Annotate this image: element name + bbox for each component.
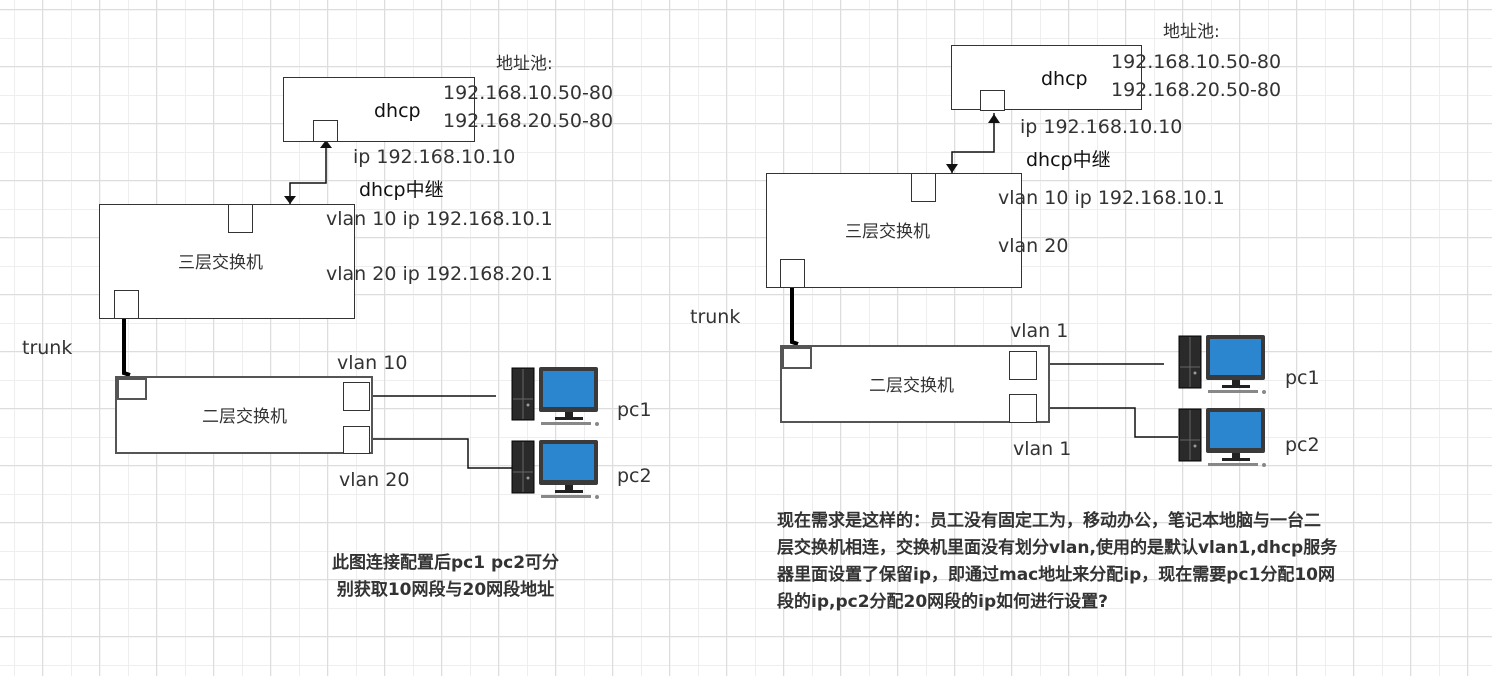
right-l2-trunk-port[interactable] [782, 347, 812, 369]
left-l3-vlan10: vlan 10 ip 192.168.10.1 [326, 208, 553, 230]
left-pc1-label: pc1 [617, 399, 652, 421]
left-l2-trunk-port[interactable] [117, 378, 147, 400]
left-l3-uplink-port[interactable] [228, 204, 253, 233]
left-pc2-label: pc2 [617, 465, 652, 487]
left-dhcp-label: dhcp [374, 100, 421, 122]
right-relay-arrow-up [988, 114, 1000, 123]
right-l3-uplink-port[interactable] [911, 173, 936, 202]
right-pc1[interactable] [1178, 335, 1268, 405]
left-trunk-link [122, 318, 131, 377]
right-pc2-link [1038, 407, 1178, 438]
desktop-computer-icon [511, 440, 599, 499]
right-l2-switch-label: 二层交换机 [869, 376, 954, 396]
desktop-computer-icon [1178, 335, 1266, 394]
right-relay-label: dhcp中继 [1026, 149, 1111, 171]
left-caption-line-2: 别获取10网段与20网段地址 [336, 580, 555, 600]
right-l2-port-2[interactable] [1009, 394, 1037, 423]
right-l3-vlan20: vlan 20 [998, 235, 1069, 257]
left-relay-arrow-down [284, 196, 296, 204]
left-pc2[interactable] [511, 440, 601, 510]
right-pc2-label: pc2 [1285, 434, 1320, 456]
left-l3-trunk-port[interactable] [114, 290, 139, 319]
right-pc2[interactable] [1178, 408, 1268, 478]
right-relay-link [951, 113, 995, 173]
left-dhcp-ip: ip 192.168.10.10 [353, 146, 516, 168]
right-l3-vlan10: vlan 10 ip 192.168.10.1 [998, 187, 1225, 209]
desktop-computer-icon [511, 367, 599, 426]
right-pool-range-1: 192.168.10.50-80 [1111, 51, 1282, 73]
left-l2-switch-outline: 二层交换机 [115, 376, 373, 454]
right-question: 现在需求是这样的：员工没有固定工为，移动办公，笔记本地脑与一台二 层交换机相连，… [777, 508, 1427, 616]
left-port1-vlan: vlan 10 [337, 352, 408, 374]
desktop-computer-icon [1178, 408, 1266, 467]
left-trunk-label: trunk [22, 337, 73, 359]
left-relay-arrow-up [320, 140, 332, 148]
right-dhcp-ip: ip 192.168.10.10 [1020, 116, 1183, 138]
left-l3-vlan20: vlan 20 ip 192.168.20.1 [326, 263, 553, 285]
left-relay-label: dhcp中继 [359, 179, 444, 201]
right-question-line-2: 层交换机相连，交换机里面没有划分vlan,使用的是默认vlan1,dhcp服务 [777, 538, 1338, 558]
right-l3-trunk-port[interactable] [780, 259, 805, 288]
left-port2-vlan: vlan 20 [339, 469, 410, 491]
right-trunk-label: trunk [690, 306, 741, 328]
left-pool-range-2: 192.168.20.50-80 [443, 110, 614, 132]
left-l2-port-1[interactable] [343, 382, 370, 411]
right-dhcp-server[interactable]: dhcp [951, 45, 1142, 111]
left-l2-port-2[interactable] [343, 426, 370, 454]
left-l2-switch-label: 二层交换机 [202, 407, 287, 427]
left-dhcp-port[interactable] [313, 120, 338, 142]
right-port2-vlan: vlan 1 [1013, 438, 1072, 460]
left-l3-switch[interactable]: 三层交换机 [99, 204, 355, 319]
right-question-line-1: 现在需求是这样的：员工没有固定工为，移动办公，笔记本地脑与一台二 [777, 511, 1321, 531]
left-pc2-link [371, 438, 512, 469]
right-l3-switch[interactable]: 三层交换机 [766, 173, 1022, 288]
right-l2-port-1[interactable] [1009, 351, 1037, 380]
left-pool-range-1: 192.168.10.50-80 [443, 82, 614, 104]
left-dhcp-server[interactable]: dhcp [283, 77, 475, 142]
right-dhcp-port[interactable] [980, 90, 1005, 111]
right-l2-switch[interactable]: 二层交换机 [780, 345, 1050, 423]
left-pc1[interactable] [511, 367, 601, 437]
left-caption: 此图连接配置后pc1 pc2可分 别获取10网段与20网段地址 [308, 550, 583, 604]
right-question-line-4: 段的ip,pc2分配20网段的ip如何进行设置? [777, 592, 1109, 612]
right-pool-label: 地址池: [1163, 22, 1220, 42]
right-dhcp-label: dhcp [1041, 68, 1088, 90]
right-relay-arrow-down [946, 164, 958, 173]
left-pool-label: 地址池: [496, 54, 553, 74]
right-pool-range-2: 192.168.20.50-80 [1111, 79, 1282, 101]
right-pc1-label: pc1 [1285, 367, 1320, 389]
right-port1-vlan: vlan 1 [1010, 320, 1069, 342]
right-question-line-3: 器里面设置了保留ip，即通过mac地址来分配ip，现在需要pc1分配10网 [777, 565, 1335, 585]
left-l3-switch-label: 三层交换机 [178, 253, 263, 273]
right-l3-switch-label: 三层交换机 [845, 222, 930, 242]
left-relay-link [289, 138, 327, 204]
right-trunk-link [790, 288, 799, 346]
left-caption-line-1: 此图连接配置后pc1 pc2可分 [331, 553, 560, 573]
